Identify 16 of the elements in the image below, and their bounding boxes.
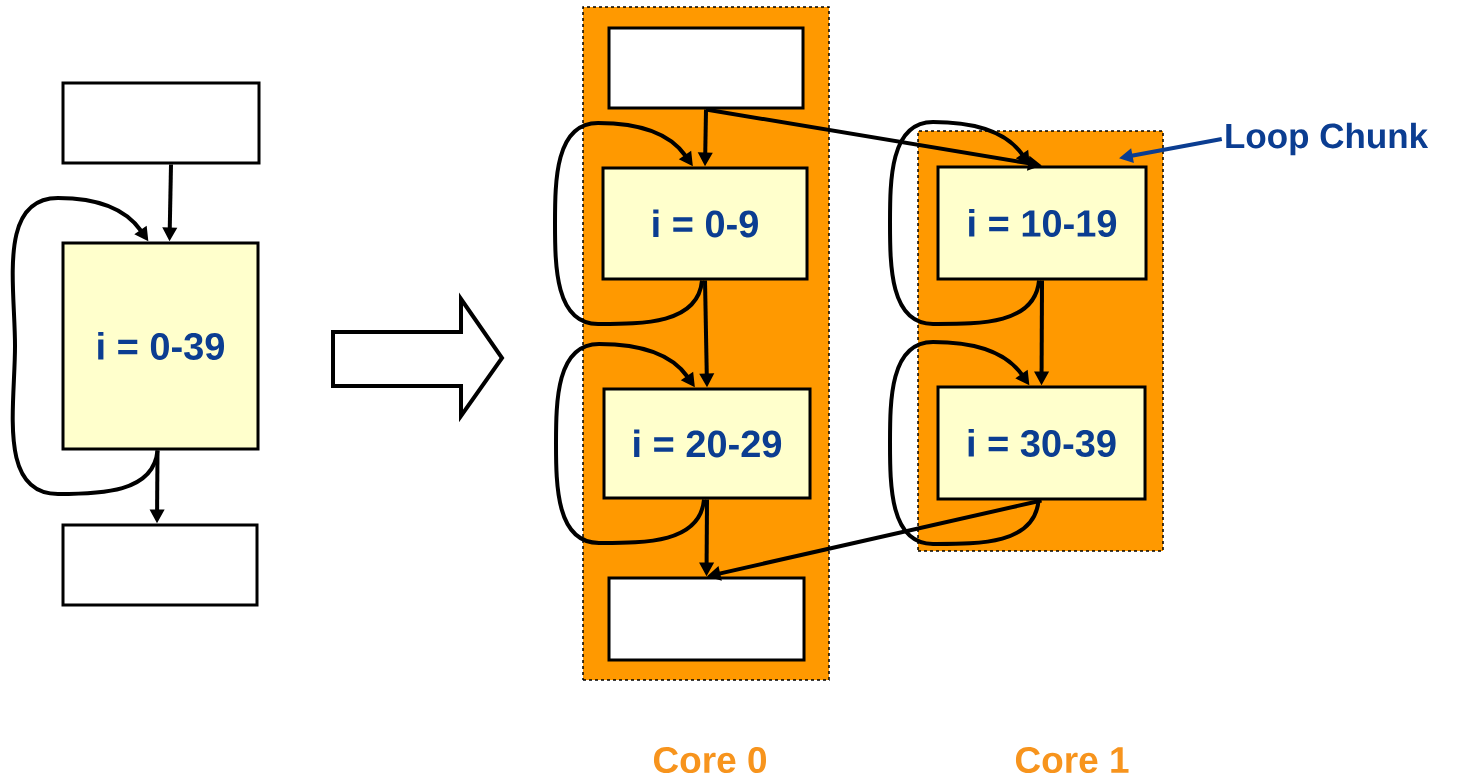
empty-box	[61, 81, 261, 165]
loop-box: i = 0-9	[601, 166, 809, 281]
loop-box: i = 10-19	[936, 165, 1148, 281]
loop-box: i = 30-39	[936, 385, 1147, 501]
empty-box	[61, 523, 259, 607]
core-label: Core 1	[1015, 746, 1129, 774]
loop-arrow	[888, 340, 1041, 546]
empty-box	[607, 576, 806, 662]
loop-arrow	[553, 121, 704, 326]
loop-box: i = 20-29	[602, 387, 812, 500]
loop-arrow	[888, 120, 1041, 326]
core-label: Core 0	[653, 746, 766, 774]
loop-arrow	[554, 342, 706, 545]
loop-box: i = 0-39	[61, 241, 260, 451]
empty-box	[607, 26, 805, 110]
callout-text: Loop Chunk	[1226, 122, 1429, 156]
